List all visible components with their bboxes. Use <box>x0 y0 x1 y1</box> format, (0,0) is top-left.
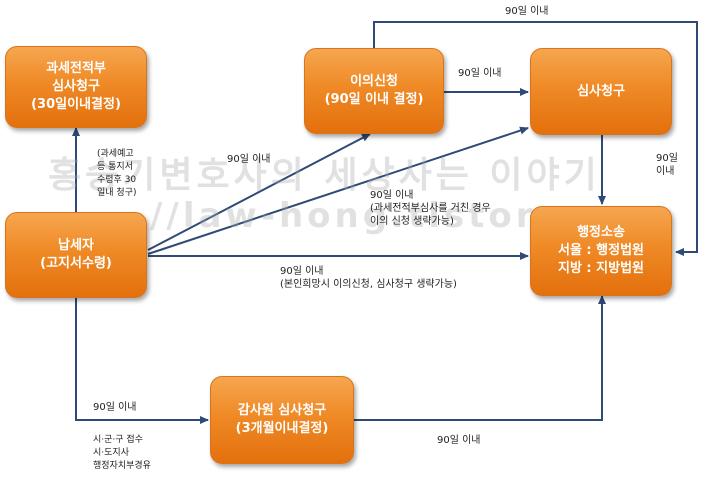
arrow-audit-to-litigation <box>354 295 606 421</box>
watermark-line2: //law-hong.tistory <box>150 196 563 236</box>
label-audit-to-court: 90일 이내 <box>437 435 481 446</box>
note-pre-notice-line4: 일내 청구) <box>97 188 137 198</box>
node-review-request-line1: 심사청구 <box>577 83 625 99</box>
node-pre-assessment-review-line2: 심사청구 <box>52 79 100 94</box>
label-to-objection: 90일 이내 <box>227 154 271 165</box>
arrow-taxpayer-to-objection <box>147 133 371 251</box>
label-top-loop: 90일 이내 <box>505 6 549 17</box>
node-pre-assessment-review-line3: (30일이내결정) <box>31 97 121 112</box>
node-administrative-litigation-line2: 서울 : 행정법원 <box>557 243 644 258</box>
node-review-request: 심사청구 <box>530 48 672 135</box>
node-administrative-litigation: 행정소송 서울 : 행정법원 지방 : 지방법원 <box>530 206 672 296</box>
label-review-to-court-line1: 90일 <box>656 153 678 164</box>
node-objection: 이의신청 (90일 이내 결정) <box>304 48 444 134</box>
note-pre-notice-line2: 등 통지서 <box>97 162 133 172</box>
node-audit-review-line1: 감사원 심사청구 <box>237 403 327 418</box>
label-to-court-line1: 90일 이내 <box>280 266 324 277</box>
label-to-court-line2: (본인희망시 이의신청, 심사청구 생략가능) <box>280 279 457 290</box>
label-objection-to-review: 90일 이내 <box>458 68 502 79</box>
arrow-taxpayer-to-review <box>147 126 529 255</box>
label-to-review-line2: (과세전적부심사를 거친 경우 <box>370 203 491 214</box>
note-filing-route-line1: 시·군·구 접수 <box>93 435 143 445</box>
label-to-review-line1: 90일 이내 <box>370 190 414 201</box>
node-audit-review: 감사원 심사청구 (3개월이내결정) <box>210 376 354 464</box>
label-to-audit: 90일 이내 <box>93 402 137 413</box>
node-audit-review-line2: (3개월이내결정) <box>235 421 329 436</box>
label-review-to-court-line2: 이내 <box>656 166 675 177</box>
node-taxpayer-line1: 납세자 <box>58 238 94 253</box>
note-pre-notice-line1: (과세예고 <box>97 149 134 159</box>
note-filing-route-line3: 행정자치부경유 <box>93 461 151 471</box>
node-taxpayer: 납세자 (고지서수령) <box>5 212 147 298</box>
label-to-review-line3: 이의 신청 생략가능) <box>370 216 454 227</box>
node-pre-assessment-review-line1: 과세전적부 <box>46 61 106 76</box>
note-pre-notice-line3: 수령후 30 <box>97 175 137 185</box>
note-filing-route-line2: 시·도지사 <box>93 448 129 458</box>
watermark-line1: 홍승기변호사의 세상사는 이야기 <box>48 155 601 196</box>
node-taxpayer-line2: (고지서수령) <box>40 256 112 271</box>
node-objection-line2: (90일 이내 결정) <box>324 92 424 107</box>
node-pre-assessment-review: 과세전적부 심사청구 (30일이내결정) <box>5 46 147 128</box>
node-objection-line1: 이의신청 <box>350 74 398 89</box>
arrow-taxpayer-to-audit <box>75 298 209 424</box>
node-administrative-litigation-line1: 행정소송 <box>577 225 625 240</box>
arrow-objection-to-litigation <box>373 21 698 256</box>
node-administrative-litigation-line3: 지방 : 지방법원 <box>557 261 644 276</box>
